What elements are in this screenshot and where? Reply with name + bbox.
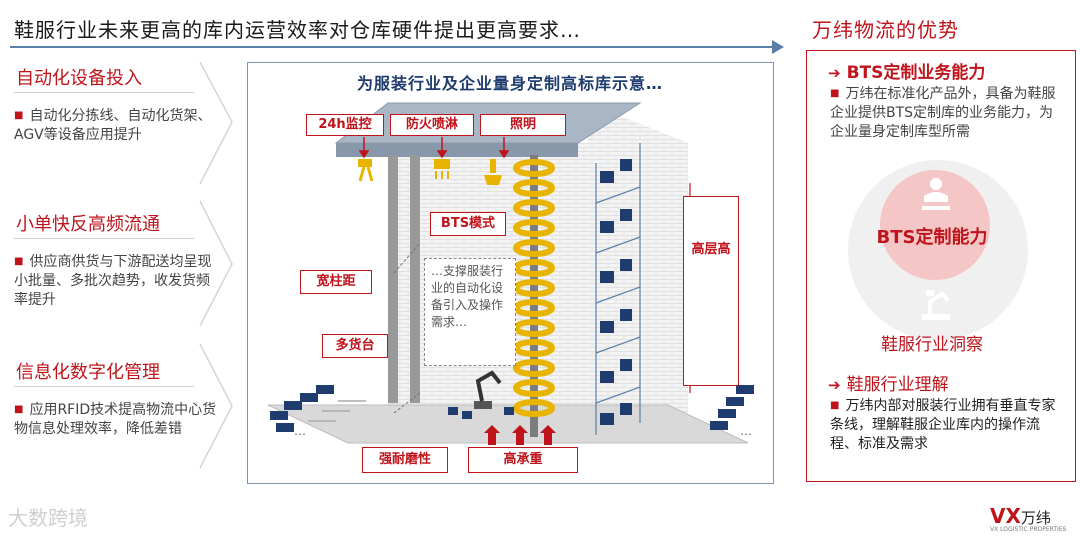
bullet-icon: ■ <box>830 400 840 411</box>
trucks-right-icon <box>710 385 754 430</box>
robot-arm-icon <box>474 370 502 409</box>
label-lighting: 照明 <box>480 114 566 136</box>
trucks-left-icon <box>270 385 334 432</box>
label-high-load: 高承重 <box>468 447 578 473</box>
sprinkler-icon <box>434 159 450 179</box>
bts-capability-heading: ➔BTS定制业务能力 <box>828 63 986 83</box>
header-arrow-line <box>10 46 778 48</box>
camera-icon <box>358 159 374 182</box>
right-wall <box>588 103 688 443</box>
section-automation-text: ■自动化分拣线、自动化货架、AGV等设备应用提升 <box>14 108 212 143</box>
bts-capability-text: ■万纬在标准化产品外，具备为鞋服企业提供BTS定制库的业务能力，为企业量身定制库… <box>830 86 1056 140</box>
page-title: 鞋服行业未来更高的库内运营效率对仓库硬件提出更高要求… <box>14 18 581 42</box>
ellipsis-left: … <box>294 424 306 438</box>
header-arrow-head-icon <box>772 40 784 54</box>
lamp-icon <box>484 159 502 185</box>
arrow-bullet-icon: ➔ <box>828 64 841 82</box>
arrow-bullet-icon: ➔ <box>828 376 841 394</box>
bullet-icon: ■ <box>830 88 840 99</box>
company-logo: VX万纬 VX LOGISTIC PROPERTIES <box>990 504 1066 533</box>
column-right <box>410 155 420 403</box>
section-digital-title: 信息化数字化管理 <box>16 362 160 383</box>
watermark: 大数跨境 <box>8 506 88 530</box>
logo-subtitle: VX LOGISTIC PROPERTIES <box>990 526 1067 533</box>
industry-insight-label: 鞋服行业洞察 <box>881 335 983 355</box>
floor-boxes <box>448 407 514 419</box>
industry-understanding-heading: ➔鞋服行业理解 <box>828 375 949 395</box>
racking-shelves <box>595 143 641 435</box>
label-multi-platform: 多货台 <box>322 334 388 358</box>
section-automation-title: 自动化设备投入 <box>16 68 142 89</box>
industry-understanding-text: ■万纬内部对服装行业拥有垂直专家条线，理解鞋服企业库内的操作流程、标准及需求 <box>830 398 1056 452</box>
robot-arm-icon-light <box>922 290 950 320</box>
left-chevron-frames <box>199 61 233 469</box>
section-divider <box>14 386 194 387</box>
automation-callout: …支撑服装行业的自动化设备引入及操作需求… <box>424 258 516 366</box>
column-left <box>388 155 398 403</box>
section-divider <box>14 238 194 239</box>
label-24h-monitor: 24h监控 <box>306 114 384 136</box>
bts-capability-label: BTS定制能力 <box>876 227 988 248</box>
handshake-icon <box>922 178 950 210</box>
diagram-title: 为服装行业及企业量身定制高标库示意… <box>356 74 663 93</box>
label-high-floor: 高层高 <box>683 196 739 386</box>
label-bts-mode: BTS模式 <box>430 212 506 236</box>
label-fire-sprinkler: 防火喷淋 <box>390 114 474 136</box>
ceiling-edge <box>336 143 578 157</box>
bullet-icon: ■ <box>14 256 24 267</box>
bullet-icon: ■ <box>14 110 24 121</box>
bullet-icon: ■ <box>14 404 24 415</box>
load-arrows-icon <box>484 425 556 445</box>
road-lines-left <box>308 400 366 422</box>
ellipsis-right: … <box>740 424 752 438</box>
label-wide-column: 宽柱距 <box>300 270 372 294</box>
section-divider <box>14 92 194 93</box>
spiral-conveyor <box>513 159 555 417</box>
logo-text: 万纬 <box>1020 509 1051 527</box>
section-digital-text: ■应用RFID技术提高物流中心货物信息处理效率，降低差错 <box>14 402 217 437</box>
logo-mark: VX <box>990 504 1021 528</box>
advantage-title: 万纬物流的优势 <box>812 18 959 42</box>
label-wear-resistant: 强耐磨性 <box>362 447 448 473</box>
section-small-batch-text: ■供应商供货与下游配送均呈现小批量、多批次趋势，收发货频率提升 <box>14 254 212 308</box>
dimension-lines <box>393 242 421 414</box>
section-small-batch-title: 小单快反高频流通 <box>16 214 160 235</box>
label-pointer-arrows <box>358 137 510 159</box>
